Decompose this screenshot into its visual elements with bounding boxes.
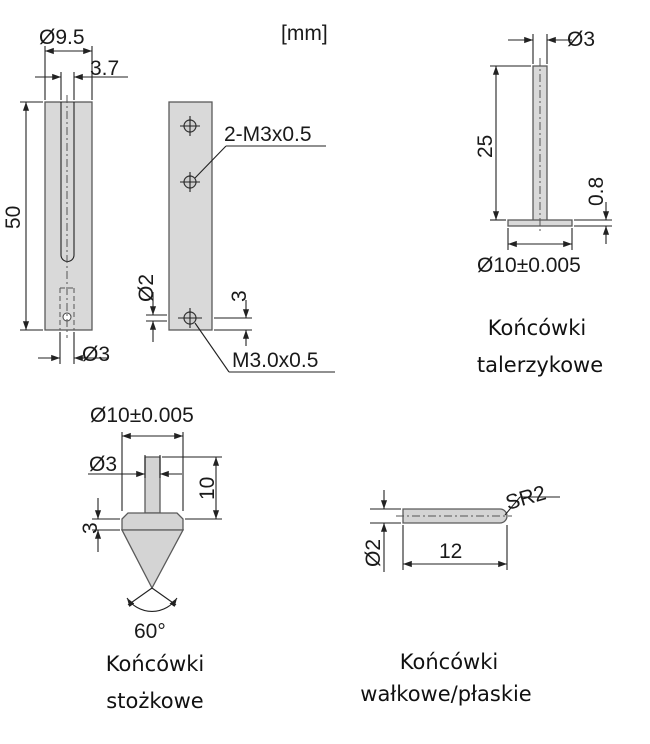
label-rod-diameter: Ø9.5: [39, 26, 85, 49]
label-plate-height: 25: [474, 135, 497, 158]
label-rod-pin-hole: Ø3: [82, 343, 110, 366]
leader-roller-radius: [504, 496, 521, 516]
label-roller-diameter: Ø2: [362, 539, 385, 567]
cone-tip: [120, 456, 185, 590]
cone-collar: [121, 512, 184, 531]
label-thread-bottom: M3.0x0.5: [232, 349, 318, 372]
leader-thread-top: [194, 145, 227, 179]
label-roller-length: 12: [439, 540, 462, 563]
rod-side-body: [168, 101, 213, 331]
label-rod-edge: 3: [228, 290, 251, 302]
caption-roller-line1: Końcówki: [400, 650, 498, 674]
label-rod-slot: 3.7: [90, 57, 119, 80]
label-plate-disc: Ø10±0.005: [477, 254, 581, 277]
caption-cone-line1: Końcówki: [106, 652, 204, 676]
label-cone-disc: Ø10±0.005: [90, 404, 194, 427]
rod-front-view: [44, 95, 93, 338]
caption-cone-line2: stożkowe: [106, 689, 203, 713]
label-roller-radius: SR2: [503, 481, 549, 514]
label-rod-length: 50: [2, 206, 25, 229]
label-cone-angle: 60°: [134, 620, 166, 643]
cone-stem: [144, 456, 161, 514]
rod-body: [44, 101, 93, 331]
caption-plate-line1: Końcówki: [488, 316, 586, 340]
cone-point: [120, 529, 185, 590]
label-rod-small-hole: Ø2: [135, 274, 158, 302]
label-plate-stem: Ø3: [567, 28, 595, 51]
label-cone-stem: Ø3: [89, 453, 117, 476]
rod-side-view: [168, 101, 213, 331]
plate-tip: [507, 58, 573, 232]
label-thread-top: 2-M3x0.5: [224, 123, 312, 146]
label-plate-thickness: 0.8: [585, 177, 608, 206]
roller-tip: [396, 508, 512, 524]
caption-plate-line2: talerzykowe: [477, 353, 603, 377]
caption-roller-line2: wałkowe/płaskie: [360, 682, 531, 706]
units-label: [mm]: [281, 22, 328, 45]
label-cone-collar: 3: [79, 522, 102, 534]
leader-thread-bottom: [194, 322, 230, 373]
label-cone-height: 10: [196, 477, 219, 500]
